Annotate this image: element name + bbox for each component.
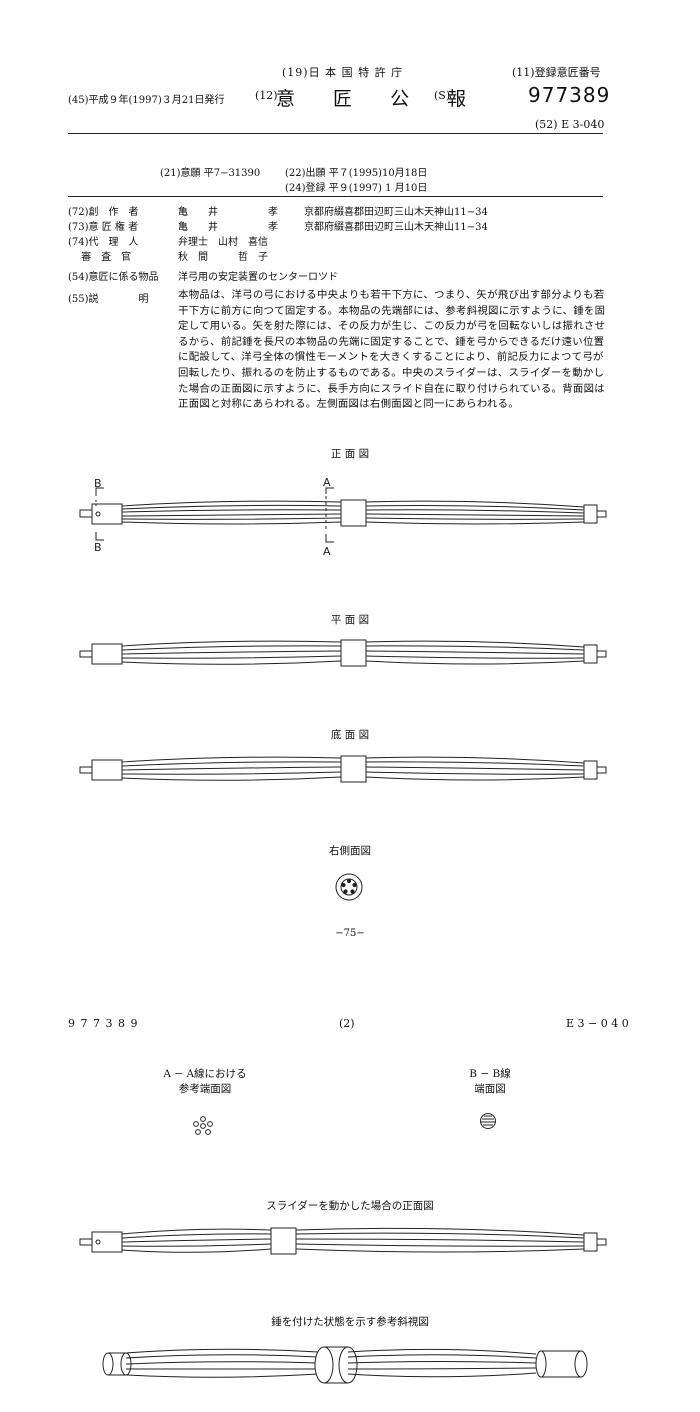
registration-number: 977389 — [528, 83, 611, 107]
description-code: (55)説 明 — [68, 294, 149, 305]
classification: (52) E 3-040 — [535, 118, 605, 131]
description-text: 本物品は、洋弓の弓における中央よりも若干下方に、つまり、矢が飛び出す部分よりも若… — [178, 289, 606, 411]
right-side-view-drawing — [334, 872, 364, 902]
bottom-view-label: 底 面 図 — [330, 729, 370, 741]
marker-b-bottom: B — [94, 541, 102, 554]
weighted-view-drawing — [96, 1338, 606, 1398]
bb-section-drawing — [479, 1112, 497, 1130]
gazette-suffix: (S) — [434, 89, 451, 102]
marker-a-bottom: A — [323, 545, 331, 558]
weighted-view-label: 錘を付けた状態を示す参考斜視図 — [271, 1316, 429, 1328]
aa-section-label-1: A − A線における — [163, 1068, 247, 1080]
article-code: (54)意匠に係る物品 — [68, 272, 159, 283]
slider-moved-drawing — [76, 1224, 616, 1260]
agent-code: (74)代 理 人 — [68, 237, 139, 248]
inventor-name: 亀 井 孝 — [178, 207, 278, 218]
inventor-code: (72)創 作 者 — [68, 207, 139, 218]
slider-moved-label: スライダーを動かした場合の正面図 — [266, 1200, 434, 1212]
inventor-address: 京都府綴喜郡田辺町三山木天神山11−34 — [304, 207, 488, 218]
page2-number: (2) — [339, 1017, 355, 1030]
owner-code: (73)意 匠 権 者 — [68, 222, 139, 233]
header-rule — [68, 133, 603, 134]
examiner-name: 秋 間 哲 子 — [178, 252, 268, 263]
bottom-view-drawing — [76, 752, 616, 788]
agent-name: 弁理士 山村 喜信 — [178, 237, 268, 248]
filing-date: (22)出願 平７(1995)10月18日 — [285, 168, 428, 179]
page-number: −75− — [335, 928, 365, 939]
application-number: (21)意願 平7−31390 — [160, 168, 261, 179]
aa-section-drawing — [190, 1114, 216, 1138]
office-name: (19)日 本 国 特 許 庁 — [282, 66, 404, 79]
marker-a-top: A — [323, 476, 331, 489]
front-view-label: 正 面 図 — [330, 448, 370, 460]
owner-address: 京都府綴喜郡田辺町三山木天神山11−34 — [304, 222, 488, 233]
registration-date: (24)登録 平９(1997) 1 月10日 — [285, 183, 428, 194]
page2-classification: E 3 − 0 4 0 — [566, 1017, 629, 1030]
gazette-prefix: (12) — [255, 89, 278, 102]
marker-b-top: B — [94, 477, 102, 490]
bb-section-label-1: B − B線 — [469, 1068, 511, 1080]
front-view-drawing: B B A A — [76, 476, 616, 558]
examiner-code: 審 査 官 — [68, 252, 132, 263]
aa-section-label-2: 参考端面図 — [178, 1083, 232, 1095]
plan-view-label: 平 面 図 — [330, 614, 370, 626]
plan-view-drawing — [76, 636, 616, 672]
bib-rule — [68, 196, 603, 197]
page2-reg-number: 9 7 7 3 8 9 — [68, 1017, 139, 1030]
issue-date: (45)平成９年(1997)３月21日発行 — [68, 95, 225, 106]
right-side-view-label: 右側面図 — [329, 845, 371, 857]
reg-number-label: (11)登録意匠番号 — [512, 66, 601, 79]
bb-section-label-2: 端面図 — [474, 1083, 506, 1095]
owner-name: 亀 井 孝 — [178, 222, 278, 233]
gazette-title: 意 匠 公 報 — [276, 88, 483, 110]
article-name: 洋弓用の安定装置のセンターロツド — [178, 272, 338, 283]
